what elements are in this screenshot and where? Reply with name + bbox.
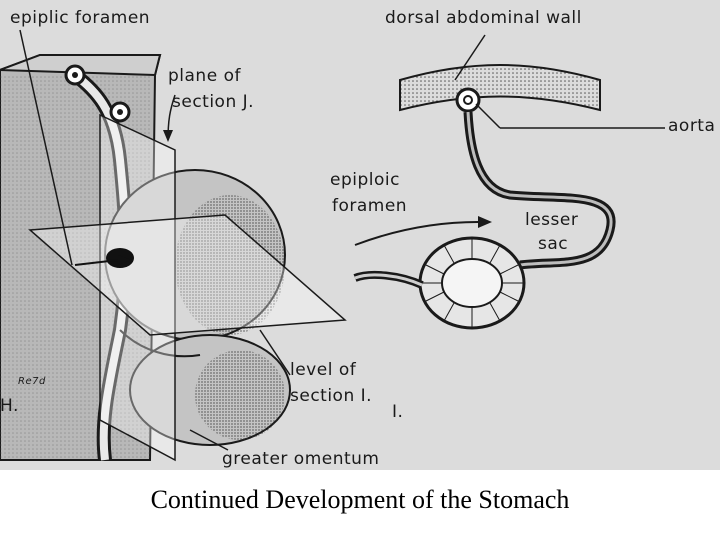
plane-of-section-j: [99, 113, 176, 462]
label-plane-of: plane of: [168, 66, 241, 86]
slide-caption: Continued Development of the Stomach: [150, 485, 570, 514]
label-dorsal-abdominal-wall: dorsal abdominal wall: [385, 8, 582, 28]
label-figure-h: H.: [0, 396, 19, 416]
label-sac: sac: [538, 234, 569, 254]
level-of-section-i: [28, 214, 347, 336]
leader-dorsal-wall: [454, 34, 486, 81]
leader-epiplic-foramen: [19, 29, 73, 266]
label-epiplic-foramen: epiplic foramen: [10, 8, 151, 28]
epiploic-foramen-arrow: [354, 221, 479, 246]
label-greater-omentum: greater omentum: [222, 449, 380, 469]
leader-level-of-section: [259, 329, 291, 376]
dorsal-wall-band: [399, 34, 665, 129]
diagram-drawing: [0, 29, 665, 462]
label-lesser: lesser: [525, 210, 579, 230]
label-epiploic: epiploic: [330, 170, 400, 190]
stomach-cross-section: [418, 236, 526, 330]
leader-greater-omentum: [189, 429, 229, 451]
label-level-of: level of: [290, 360, 357, 380]
label-section-j: section J.: [172, 92, 255, 112]
artist-signature: Re7d: [18, 376, 46, 387]
label-foramen: foramen: [332, 196, 408, 216]
stomach-body: [104, 169, 291, 446]
label-figure-i: I.: [392, 402, 404, 422]
label-section-i: section I.: [290, 386, 373, 406]
anatomical-figure: epiplic foramen dorsal abdominal wall pl…: [0, 0, 720, 470]
label-aorta: aorta: [668, 116, 716, 136]
